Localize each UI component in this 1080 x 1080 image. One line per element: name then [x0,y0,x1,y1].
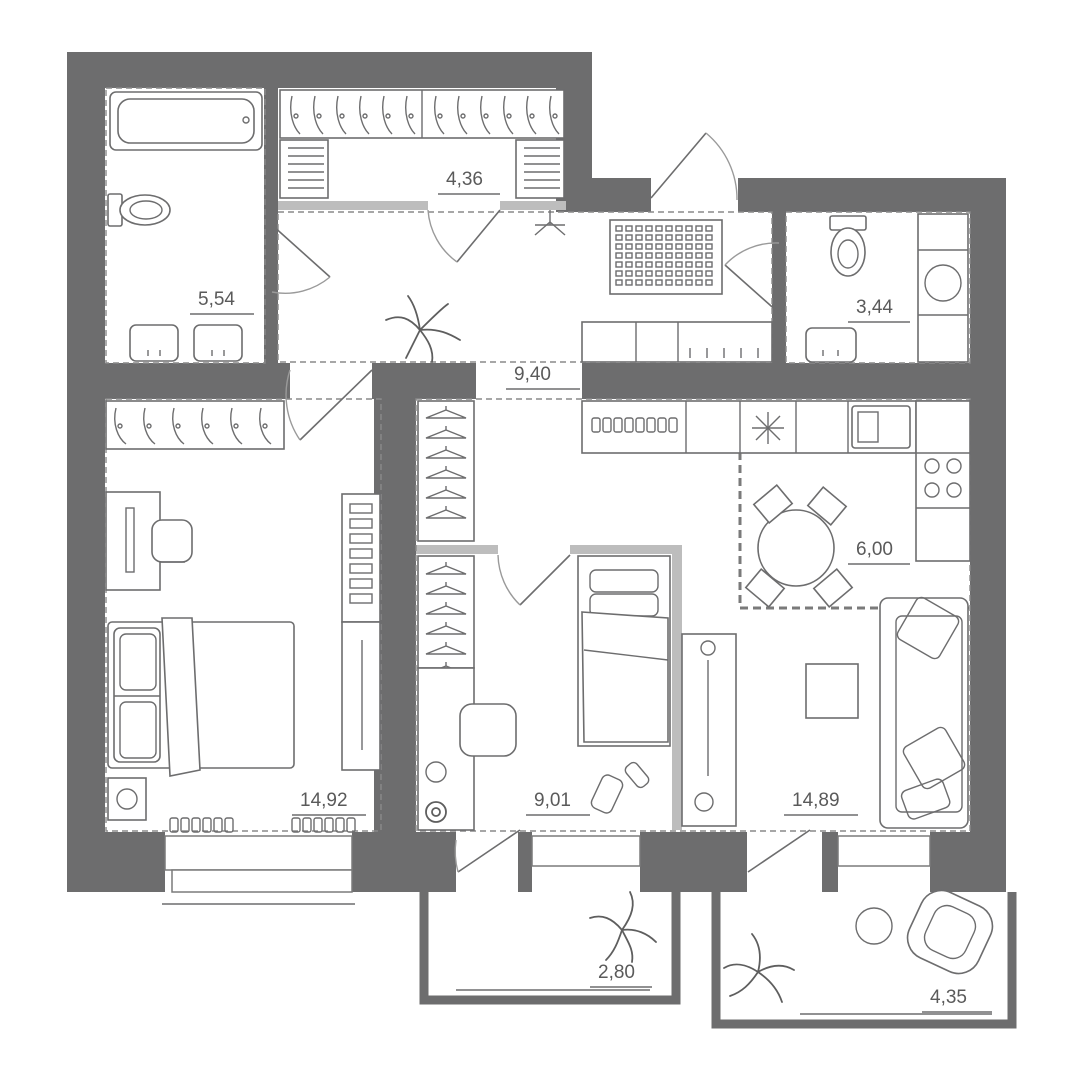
living-room-fixtures [805,596,969,829]
area-bedroom: 14,92 [300,790,348,811]
kids-bed [577,555,671,747]
area-balcony-right: 4,35 [930,987,967,1008]
area-toilet: 3,44 [856,297,893,318]
hood-icon [752,412,784,444]
toilet [107,193,171,227]
area-balcony-left: 2,80 [598,962,635,983]
area-hallway: 9,40 [514,364,551,385]
dining-table [744,484,854,608]
zone-lines [105,87,971,832]
coffee-table [805,663,859,719]
stove [924,458,962,498]
hanger-rail [534,210,566,236]
toy-car [590,761,650,814]
bathroom-fixtures [107,91,263,362]
bedroom-fixtures [105,400,381,833]
hallway-fixtures [385,210,773,363]
sofa [879,596,969,829]
doors [271,132,811,873]
kitchen-fixtures [581,400,971,608]
closet-bottom [417,555,475,669]
bed [107,617,295,777]
sink [851,405,911,449]
area-bathroom: 5,54 [198,289,235,310]
toilet-room-fixtures [805,213,969,363]
plant-balcony-right [723,933,795,1003]
area-living-room: 14,89 [792,790,840,811]
nightstand [107,777,147,821]
windows [162,835,931,905]
plant-hallway [385,295,461,363]
outer-walls [67,52,1006,892]
area-kids-room: 9,01 [534,790,571,811]
kids-shelf [681,633,737,827]
kids-room-fixtures [417,400,737,831]
hall-cabinet [581,321,773,363]
mirror-cabinet [341,621,381,771]
balcony-fixtures [589,889,994,1003]
area-wardrobe: 4,36 [446,169,483,190]
balconies [419,892,1017,1029]
area-kitchen: 6,00 [856,539,893,560]
area-labels: 5,54 4,36 9,40 3,44 14,92 9,01 6,00 14,8… [190,169,992,1013]
desk [105,491,193,591]
closet-top [417,400,475,542]
kids-chair [459,703,517,757]
plant-kids [425,801,447,823]
wardrobe-fixtures [279,89,565,199]
plant-balcony-left [589,891,657,963]
sinks [129,324,243,362]
